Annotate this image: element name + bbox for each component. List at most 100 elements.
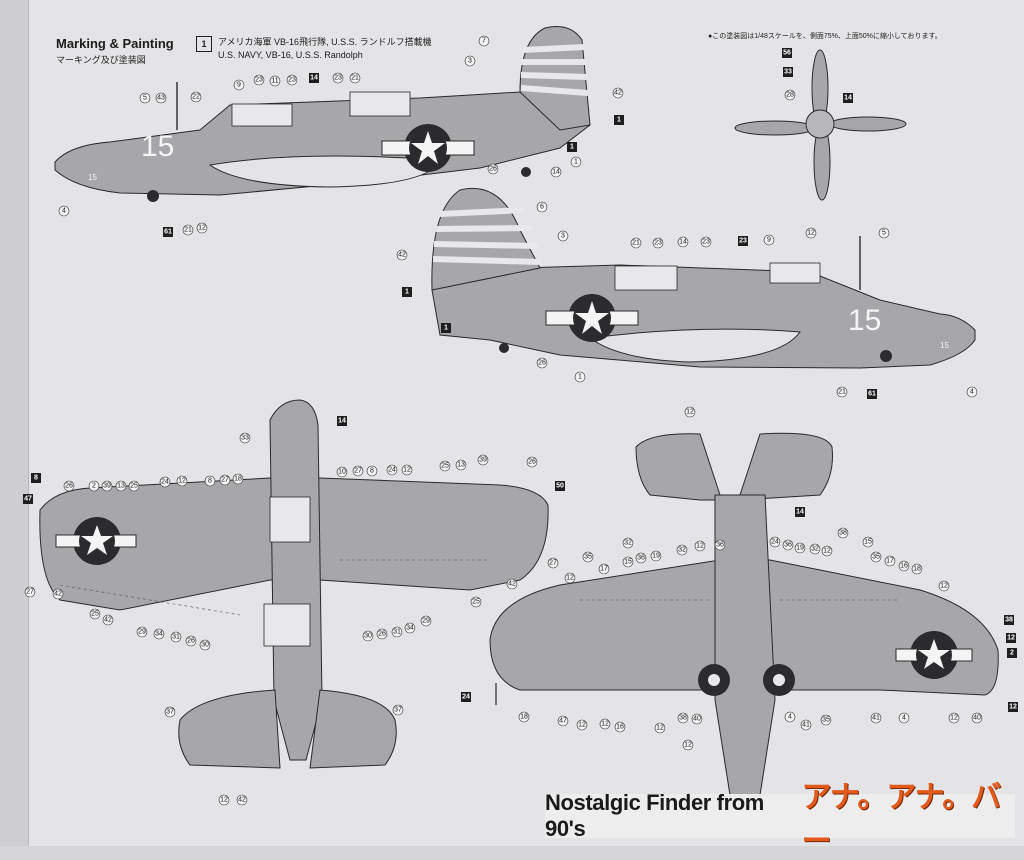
watermark-text: Nostalgic Finder from 90's [545, 790, 764, 841]
svg-text:4: 4 [788, 714, 792, 721]
bottom-view-callout-4: 4 [898, 712, 910, 724]
svg-text:24: 24 [771, 539, 779, 546]
top-view-callout-27: 27 [219, 474, 231, 486]
right-profile-callout-26: 26 [536, 357, 548, 369]
bottom-view-callout-12: 12 [1006, 633, 1016, 643]
bottom-view-callout-18: 18 [518, 711, 530, 723]
top-view-callout-26: 26 [526, 456, 538, 468]
svg-text:16: 16 [616, 724, 624, 731]
right-profile-callout-23: 23 [700, 236, 712, 248]
svg-text:35: 35 [822, 717, 830, 724]
svg-text:61: 61 [868, 391, 876, 398]
left-profile-callout-21: 21 [349, 72, 361, 84]
svg-text:26: 26 [528, 459, 536, 466]
svg-text:32: 32 [624, 540, 632, 547]
top-view-callout-25: 25 [439, 460, 451, 472]
scale-note: ●この塗装図は1/48スケールを、側面75%、上面50%に縮小しております。 [708, 33, 942, 40]
svg-text:36: 36 [784, 542, 792, 549]
propeller-callout-14: 14 [843, 93, 853, 103]
bottom-view-callout-2: 2 [1007, 648, 1017, 658]
svg-text:39: 39 [103, 483, 111, 490]
top-view-callout-12: 12 [176, 475, 188, 487]
top-view-callout-30: 30 [199, 639, 211, 651]
top-view-callout-30: 30 [362, 630, 374, 642]
svg-text:40: 40 [973, 715, 981, 722]
svg-text:33: 33 [241, 435, 249, 442]
bottom-view-callout-16: 16 [614, 721, 626, 733]
top-view-callout-42: 42 [506, 578, 518, 590]
right-profile-callout-23: 23 [652, 237, 664, 249]
svg-text:19: 19 [796, 545, 804, 552]
svg-text:42: 42 [398, 252, 406, 259]
svg-text:33: 33 [784, 69, 792, 76]
watermark-logo: アナ。アナ。バー [801, 781, 1001, 858]
right-profile-callout-14: 14 [677, 236, 689, 248]
left-profile-callout-23: 23 [332, 72, 344, 84]
bottom-view-callout-12: 12 [576, 719, 588, 731]
svg-text:21: 21 [838, 389, 846, 396]
top-view-callout-27: 27 [24, 586, 36, 598]
svg-text:2: 2 [92, 483, 96, 490]
svg-text:32: 32 [811, 546, 819, 553]
svg-text:39: 39 [479, 457, 487, 464]
top-view-callout-34: 34 [404, 622, 416, 634]
title-block: Marking & Painting マーキング及び塗装図 [56, 36, 174, 66]
svg-text:12: 12 [823, 548, 831, 555]
top-view-callout-27: 27 [547, 557, 559, 569]
bottom-view-callout-32: 32 [622, 537, 634, 549]
svg-text:26: 26 [489, 166, 497, 173]
top-view-callout-24: 24 [159, 476, 171, 488]
bottom-view-callout-35: 35 [582, 551, 594, 563]
left-profile-callout-1: 1 [614, 115, 624, 125]
bottom-view-callout-12: 12 [821, 545, 833, 557]
top-view-callout-31: 31 [170, 631, 182, 643]
bottom-view-callout-4: 4 [784, 711, 796, 723]
svg-text:9: 9 [237, 82, 241, 89]
left-profile-callout-23: 23 [286, 74, 298, 86]
bottom-view-callout-41: 41 [800, 719, 812, 731]
svg-text:29: 29 [422, 618, 430, 625]
right-profile-callout-21: 21 [630, 237, 642, 249]
left-profile-callout-21: 21 [182, 224, 194, 236]
svg-text:12: 12 [684, 742, 692, 749]
svg-text:12: 12 [601, 721, 609, 728]
svg-text:47: 47 [559, 718, 567, 725]
svg-text:11: 11 [271, 78, 278, 85]
svg-text:36: 36 [637, 555, 645, 562]
section-title-jp: マーキング及び塗装図 [56, 55, 146, 65]
bottom-view-callout-18: 18 [911, 563, 923, 575]
right-profile-view: 15 15 [431, 187, 976, 369]
svg-text:6: 6 [540, 204, 544, 211]
svg-text:14: 14 [679, 239, 687, 246]
top-view-callout-25: 25 [128, 480, 140, 492]
svg-text:13: 13 [117, 483, 125, 490]
right-profile-callout-1: 1 [574, 371, 586, 383]
bottom-view-callout-35: 35 [820, 714, 832, 726]
svg-text:29: 29 [138, 629, 146, 636]
svg-text:30: 30 [364, 633, 372, 640]
propeller-callout-33: 33 [783, 67, 793, 77]
svg-text:30: 30 [201, 642, 209, 649]
top-view-callout-14: 14 [337, 416, 347, 426]
propeller-callout-28: 28 [784, 89, 796, 101]
svg-text:23: 23 [288, 77, 296, 84]
watermark-banner: Nostalgic Finder from 90's アナ。アナ。バー [545, 781, 1015, 858]
svg-text:27: 27 [354, 468, 362, 475]
svg-text:22: 22 [192, 94, 200, 101]
left-profile-callout-61: 61 [163, 227, 173, 237]
top-view-callout-37: 37 [392, 704, 404, 716]
bottom-view-callout-12: 12 [938, 580, 950, 592]
svg-text:24: 24 [388, 467, 396, 474]
propeller-callout-56: 56 [782, 48, 792, 58]
bottom-view-callout-36: 36 [714, 539, 726, 551]
right-profile-callout-5: 5 [878, 227, 890, 239]
svg-text:35: 35 [872, 554, 880, 561]
right-profile-callout-6: 6 [536, 201, 548, 213]
svg-text:12: 12 [178, 478, 186, 485]
bottom-view-callout-24: 24 [769, 536, 781, 548]
svg-text:1: 1 [405, 289, 409, 296]
bottom-view-callout-12: 12 [682, 739, 694, 751]
